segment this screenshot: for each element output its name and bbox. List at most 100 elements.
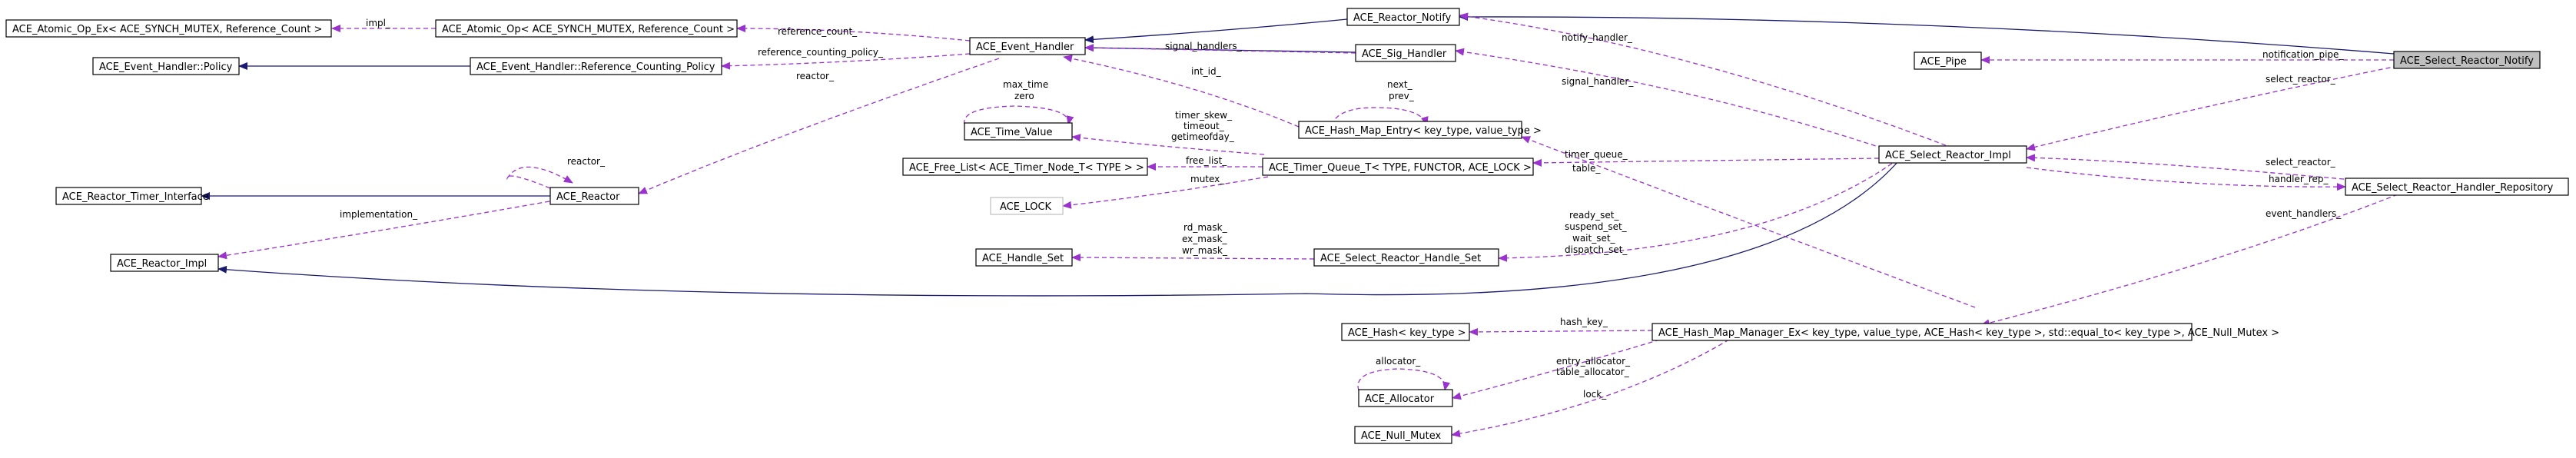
svg-text:ACE_Pipe: ACE_Pipe: [1920, 56, 1967, 68]
svg-text:ACE_Hash_Map_Manager_Ex< key_t: ACE_Hash_Map_Manager_Ex< key_type, value…: [1658, 327, 2279, 339]
edge-reactor-notify-to-event-handler: [1084, 18, 1348, 44]
label-getimeofday: getimeofday_: [1171, 131, 1235, 142]
edge-reference-count: [736, 25, 971, 41]
edge-hash-map-entry-self: [1331, 107, 1429, 126]
node-select-reactor-impl[interactable]: ACE_Select_Reactor_Impl: [1878, 145, 2027, 164]
label-timer-skew: timer_skew_: [1175, 110, 1233, 121]
edge-notify-handler: [1459, 12, 1968, 154]
label-reference-counting-policy: reference_counting_policy_: [758, 47, 884, 58]
svg-text:ACE_Reactor: ACE_Reactor: [556, 191, 620, 203]
node-event-handler-policy[interactable]: ACE_Event_Handler::Policy: [92, 57, 240, 75]
node-free-list[interactable]: ACE_Free_List< ACE_Timer_Node_T< TYPE > …: [902, 158, 1148, 176]
label-mutex: mutex_: [1190, 174, 1225, 184]
node-timer-queue[interactable]: ACE_Timer_Queue_T< TYPE, FUNCTOR, ACE_LO…: [1262, 158, 1534, 176]
label-select-reactor-notify: select_reactor_: [2266, 74, 2336, 85]
node-reactor-timer-interface[interactable]: ACE_Reactor_Timer_Interface: [55, 187, 209, 205]
label-notify-handler: notify_handler_: [1562, 32, 1633, 43]
label-reactor-eh: reactor_: [796, 71, 835, 81]
label-suspend-set: suspend_set_: [1565, 221, 1628, 232]
edge-signal-handler: [1455, 48, 1884, 149]
node-hash-map-manager[interactable]: ACE_Hash_Map_Manager_Ex< key_type, value…: [1651, 323, 2279, 341]
label-rd-mask: rd_mask_: [1183, 222, 1228, 233]
edges: [201, 12, 2398, 438]
node-reactor-notify[interactable]: ACE_Reactor_Notify: [1346, 8, 1460, 26]
node-hash-map-entry[interactable]: ACE_Hash_Map_Entry< key_type, value_type…: [1298, 121, 1542, 139]
svg-text:ACE_Allocator: ACE_Allocator: [1365, 393, 1435, 405]
svg-text:ACE_Event_Handler::Policy: ACE_Event_Handler::Policy: [99, 61, 233, 73]
edge-time-value-self: [964, 105, 1074, 125]
label-select-reactor-repo: select_reactor_: [2266, 157, 2336, 168]
label-table-allocator: table_allocator_: [1556, 367, 1630, 377]
edge-timer-skew: [1071, 134, 1265, 155]
label-allocator-self: allocator_: [1376, 356, 1421, 367]
edge-masks: [1071, 254, 1315, 262]
edge-int-id: [1063, 55, 1300, 128]
node-atomic-op[interactable]: ACE_Atomic_Op< ACE_SYNCH_MUTEX, Referenc…: [435, 19, 738, 38]
node-reactor-impl[interactable]: ACE_Reactor_Impl: [110, 254, 219, 272]
node-allocator[interactable]: ACE_Allocator: [1358, 389, 1453, 407]
label-handler-rep: handler_rep_: [2269, 174, 2329, 184]
svg-text:ACE_Event_Handler::Reference_C: ACE_Event_Handler::Reference_Counting_Po…: [476, 61, 715, 73]
edge-notify-to-reactor-notify: [1459, 12, 2395, 55]
label-free-list: free_list_: [1186, 155, 1227, 166]
edge-ready-sets: [1498, 158, 1899, 262]
svg-text:ACE_Reactor_Impl: ACE_Reactor_Impl: [117, 258, 207, 270]
node-hash[interactable]: ACE_Hash< key_type >: [1341, 323, 1470, 341]
edge-table: [1521, 136, 1976, 308]
edge-event-handlers: [1980, 194, 2398, 327]
svg-text:ACE_Hash< key_type >: ACE_Hash< key_type >: [1348, 327, 1466, 339]
edge-reactor-from-event-handler: [638, 58, 1000, 194]
svg-text:ACE_Select_Reactor_Handle_Set: ACE_Select_Reactor_Handle_Set: [1320, 253, 1481, 264]
svg-text:ACE_Null_Mutex: ACE_Null_Mutex: [1361, 430, 1441, 442]
node-reactor[interactable]: ACE_Reactor: [549, 187, 639, 205]
label-signal-handler: signal_handler_: [1562, 76, 1634, 87]
label-ready-set: ready_set_: [1569, 210, 1619, 221]
label-wait-set: wait_set_: [1572, 233, 1616, 244]
label-implementation: implementation_: [340, 209, 418, 220]
edge-reactor-self: [506, 166, 573, 189]
svg-text:ACE_Handle_Set: ACE_Handle_Set: [982, 253, 1064, 264]
node-reference-counting-policy[interactable]: ACE_Event_Handler::Reference_Counting_Po…: [470, 57, 722, 75]
label-notification-pipe: notification_pipe_: [2262, 49, 2344, 60]
svg-text:ACE_Time_Value: ACE_Time_Value: [971, 127, 1052, 138]
label-timer-queue: timer_queue_: [1565, 149, 1628, 160]
label-signal-handlers: signal_handlers_: [1165, 41, 1243, 51]
edge-handler-rep: [2026, 167, 2346, 191]
label-prev: prev_: [1389, 91, 1415, 101]
node-sig-handler[interactable]: ACE_Sig_Handler: [1355, 44, 1456, 62]
svg-text:ACE_Free_List< ACE_Timer_Node_: ACE_Free_List< ACE_Timer_Node_T< TYPE > …: [909, 162, 1144, 174]
node-null-mutex[interactable]: ACE_Null_Mutex: [1354, 426, 1452, 444]
edge-timer-queue: [1532, 158, 1880, 167]
svg-text:ACE_Atomic_Op< ACE_SYNCH_MUTEX: ACE_Atomic_Op< ACE_SYNCH_MUTEX, Referenc…: [442, 24, 735, 35]
svg-text:ACE_Sig_Handler: ACE_Sig_Handler: [1362, 48, 1447, 60]
label-dispatch-set: dispatch_set_: [1565, 244, 1628, 255]
edge-allocator-self: [1357, 368, 1450, 391]
svg-text:ACE_Atomic_Op_Ex< ACE_SYNCH_MU: ACE_Atomic_Op_Ex< ACE_SYNCH_MUTEX, Refer…: [12, 24, 322, 35]
edge-allocators: [1452, 339, 1661, 400]
node-ace-lock[interactable]: ACE_LOCK: [990, 197, 1064, 215]
label-next: next_: [1387, 79, 1413, 90]
node-event-handler[interactable]: ACE_Event_Handler: [969, 37, 1086, 55]
edge-signal-handlers: [1084, 44, 1356, 54]
label-reference-count: reference_count_: [778, 26, 858, 37]
svg-text:ACE_Reactor_Timer_Interface: ACE_Reactor_Timer_Interface: [62, 191, 209, 203]
svg-text:ACE_Reactor_Notify: ACE_Reactor_Notify: [1353, 12, 1452, 24]
node-time-value[interactable]: ACE_Time_Value: [964, 122, 1073, 141]
node-handle-set[interactable]: ACE_Handle_Set: [975, 248, 1073, 267]
label-wr-mask: wr_mask_: [1182, 245, 1228, 256]
node-select-reactor-notify[interactable]: ACE_Select_Reactor_Notify: [2393, 51, 2541, 69]
label-ex-mask: ex_mask_: [1182, 234, 1228, 244]
svg-text:ACE_Timer_Queue_T< TYPE, FUNCT: ACE_Timer_Queue_T< TYPE, FUNCTOR, ACE_LO…: [1269, 162, 1532, 174]
label-max-time: max_time: [1003, 79, 1048, 90]
node-pipe[interactable]: ACE_Pipe: [1914, 51, 1982, 70]
label-timeout: timeout_: [1183, 121, 1225, 131]
edge-lock: [1451, 339, 1730, 438]
label-reactor-self: reactor_: [567, 156, 606, 167]
node-atomic-op-ex[interactable]: ACE_Atomic_Op_Ex< ACE_SYNCH_MUTEX, Refer…: [5, 19, 332, 38]
svg-text:ACE_Select_Reactor_Impl: ACE_Select_Reactor_Impl: [1885, 150, 2011, 161]
node-select-reactor-handle-set[interactable]: ACE_Select_Reactor_Handle_Set: [1313, 248, 1499, 267]
node-select-reactor-handler-repository[interactable]: ACE_Select_Reactor_Handler_Repository: [2345, 178, 2569, 196]
label-impl: impl_: [366, 18, 391, 28]
edge-select-reactor-from-notify: [2026, 65, 2398, 151]
